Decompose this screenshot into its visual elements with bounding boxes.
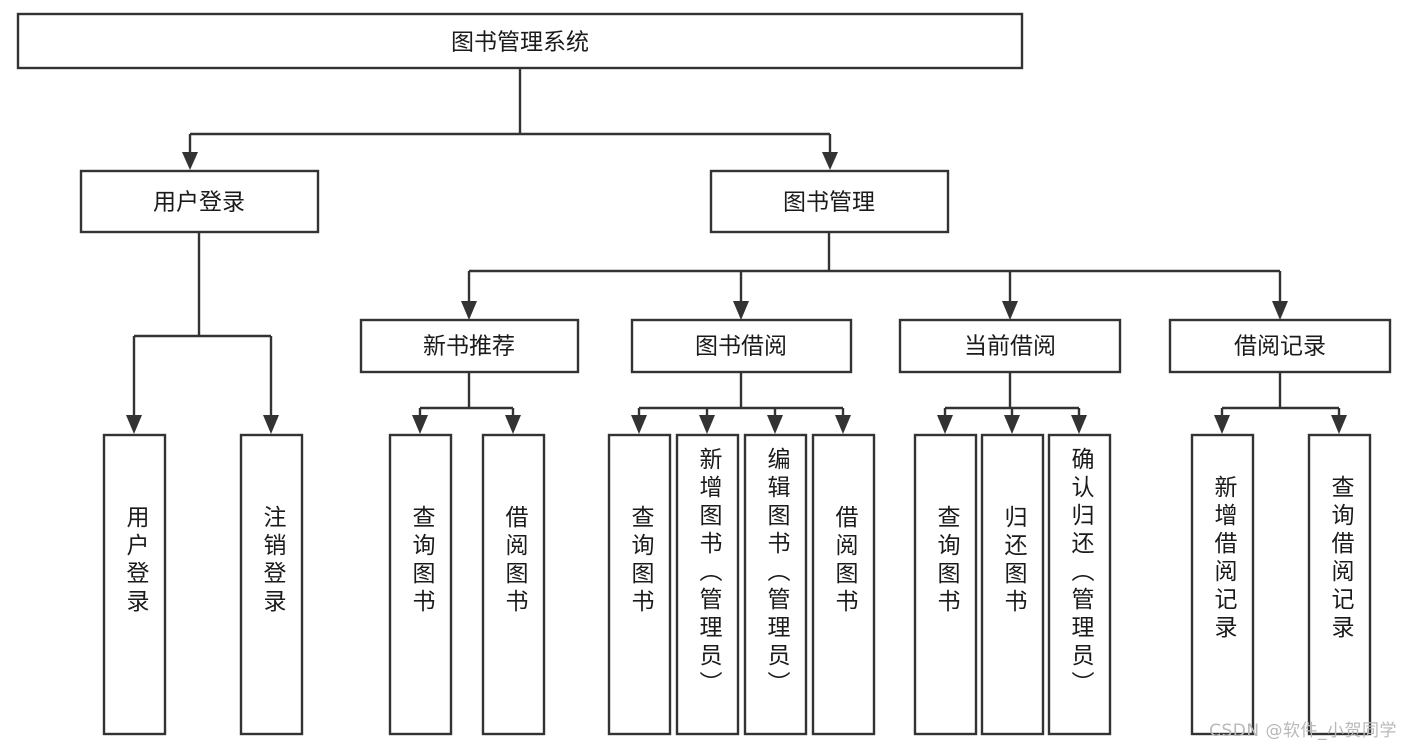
node-current-borrow[interactable]: 当前借阅 (898, 318, 1122, 374)
connector-borrow-record-to-leaves (1214, 372, 1347, 434)
connector-new-book-recommend-to-leaves (412, 372, 521, 434)
node-book-management-box (709, 169, 950, 234)
leaf-node-bb-add-book[interactable] (675, 433, 740, 736)
leaf-box-nbr-query-book (388, 433, 453, 736)
arrow-head-nbr-1 (412, 415, 428, 434)
arrow-head-bm-2 (733, 301, 749, 320)
arrow-head-bb-4 (835, 415, 851, 434)
connector-user-login-to-leaves (126, 232, 279, 434)
connector-current-borrow-to-leaves (937, 372, 1087, 434)
arrow-head-cb-3 (1071, 415, 1087, 434)
leaf-box-cb-query-book (913, 433, 978, 736)
leaf-box-cb-confirm-return (1047, 433, 1112, 736)
node-user-login-label: 用户登录 (153, 190, 245, 216)
node-root[interactable]: 图书管理系统 (16, 12, 1024, 70)
leaf-node-br-query-record[interactable] (1307, 433, 1372, 736)
leaf-box-cb-return-book (980, 433, 1045, 736)
node-borrow-record-box (1168, 318, 1392, 374)
arrow-head-bb-3 (767, 415, 783, 434)
leaf-box-bb-edit-book (743, 433, 808, 736)
leaf-node-bb-borrow-book[interactable] (811, 433, 876, 736)
node-book-borrow-label: 图书借阅 (695, 334, 787, 360)
leaf-node-bb-edit-book[interactable] (743, 433, 808, 736)
leaf-node-user-login-logout[interactable] (239, 433, 304, 736)
arrow-head-user-login-2 (263, 415, 279, 434)
arrow-head-cb-1 (937, 415, 953, 434)
node-book-management[interactable]: 图书管理 (709, 169, 950, 234)
arrow-head-root-1 (182, 152, 198, 170)
arrow-head-user-login-1 (126, 415, 142, 434)
leaf-node-user-login-login[interactable] (102, 433, 167, 736)
leaf-box-br-query-record (1307, 433, 1372, 736)
leaf-box-user-login-login (102, 433, 167, 736)
node-current-borrow-box (898, 318, 1122, 374)
node-book-borrow-box (630, 318, 853, 374)
arrow-head-bm-3 (1002, 301, 1018, 320)
csdn-watermark: CSDN @软件_小贺同学 (1209, 721, 1397, 741)
arrow-head-root-2 (822, 152, 838, 170)
arrow-head-br-2 (1331, 415, 1347, 434)
node-new-book-recommend-box (359, 318, 580, 374)
leaf-node-bb-query-book[interactable] (607, 433, 672, 736)
leaf-box-bb-query-book (607, 433, 672, 736)
leaf-node-nbr-borrow-book[interactable] (481, 433, 546, 736)
connector-book-management-to-level3 (461, 232, 1288, 320)
arrow-head-bb-1 (631, 415, 647, 434)
connector-book-borrow-to-leaves (631, 372, 851, 434)
leaf-box-bb-borrow-book (811, 433, 876, 736)
leaf-node-cb-confirm-return[interactable] (1047, 433, 1112, 736)
node-user-login[interactable]: 用户登录 (79, 169, 320, 234)
node-book-borrow[interactable]: 图书借阅 (630, 318, 853, 374)
leaf-box-nbr-borrow-book (481, 433, 546, 736)
leaf-node-nbr-query-book[interactable] (388, 433, 453, 736)
connector-root-to-level2 (182, 68, 838, 170)
arrow-head-br-1 (1214, 415, 1230, 434)
node-borrow-record[interactable]: 借阅记录 (1168, 318, 1392, 374)
node-current-borrow-label: 当前借阅 (964, 334, 1056, 360)
arrow-head-cb-2 (1004, 415, 1020, 434)
leaf-node-br-add-record[interactable] (1190, 433, 1255, 736)
node-root-box (16, 12, 1024, 70)
leaf-box-bb-add-book (675, 433, 740, 736)
node-new-book-recommend[interactable]: 新书推荐 (359, 318, 580, 374)
node-borrow-record-label: 借阅记录 (1234, 334, 1326, 360)
arrow-head-bb-2 (699, 415, 715, 434)
node-new-book-recommend-label: 新书推荐 (423, 334, 515, 360)
leaf-node-cb-query-book[interactable] (913, 433, 978, 736)
arrow-head-bm-1 (461, 301, 477, 320)
arrow-head-nbr-2 (505, 415, 521, 434)
leaf-box-br-add-record (1190, 433, 1255, 736)
node-root-label: 图书管理系统 (451, 30, 589, 56)
leaf-box-user-login-logout (239, 433, 304, 736)
leaf-node-cb-return-book[interactable] (980, 433, 1045, 736)
arrow-head-bm-4 (1272, 301, 1288, 320)
node-book-management-label: 图书管理 (783, 190, 875, 216)
